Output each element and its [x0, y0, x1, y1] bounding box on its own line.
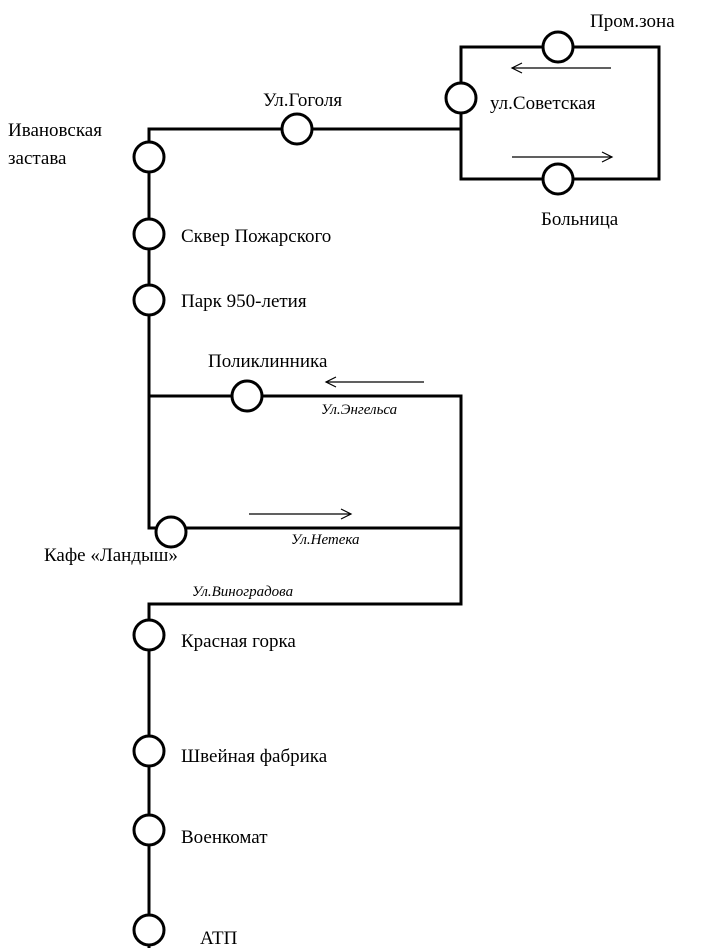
direction-arrows [249, 62, 614, 520]
label-ul-vinogradova: Ул.Виноградова [192, 584, 293, 600]
label-prom-zona: Пром.зона [590, 11, 675, 32]
stop-bolnitsa [541, 162, 575, 196]
label-kafe-landysh: Кафе «Ландыш» [44, 545, 178, 566]
arrow-left-poliklinika [324, 376, 424, 388]
label-bolnitsa: Больница [541, 209, 619, 230]
label-krasnaya-gorka: Красная горка [181, 631, 296, 652]
stop-poliklinika [230, 379, 264, 413]
stop-kafe-landysh [154, 515, 188, 549]
labels: Пром.зона Ул.Гоголя ул.Советская Ивановс… [8, 11, 675, 948]
stop-ivanovskaya-zastava [132, 140, 166, 174]
arrow-left-prom-zona [510, 62, 611, 74]
arrow-right-neteka [249, 508, 353, 520]
stop-voenkomat [132, 813, 166, 847]
label-voenkomat: Военкомат [181, 827, 268, 848]
arrow-right-bolnitsa [512, 151, 614, 163]
stop-krasnaya-gorka [132, 618, 166, 652]
label-park-950: Парк 950-летия [181, 291, 307, 312]
label-shveinaya-fabrika: Швейная фабрика [181, 746, 328, 767]
stop-skver-pozharskogo [132, 217, 166, 251]
stop-ul-sovetskaya [444, 81, 478, 115]
stop-shveinaya-fabrika [132, 734, 166, 768]
stops [132, 30, 575, 947]
stop-atp [132, 913, 166, 947]
route-vinogradova [147, 602, 463, 948]
label-ivanovskaya-1: Ивановская [8, 120, 102, 141]
label-ul-engelsa: Ул.Энгельса [321, 402, 397, 418]
label-skver-pozharskogo: Сквер Пожарского [181, 226, 331, 247]
stop-park-950 [132, 283, 166, 317]
stop-ul-gogolya [280, 112, 314, 146]
label-ul-sovetskaya: ул.Советская [490, 93, 596, 114]
label-ivanovskaya-2: застава [8, 148, 67, 169]
label-ul-neteka: Ул.Нетека [291, 532, 360, 548]
label-poliklinika: Поликлинника [208, 351, 328, 372]
stop-prom-zona [541, 30, 575, 64]
label-ul-gogolya: Ул.Гоголя [263, 90, 342, 111]
route-lines [147, 45, 661, 948]
route-loop-engelsa [147, 394, 463, 606]
label-atp: АТП [200, 928, 238, 948]
